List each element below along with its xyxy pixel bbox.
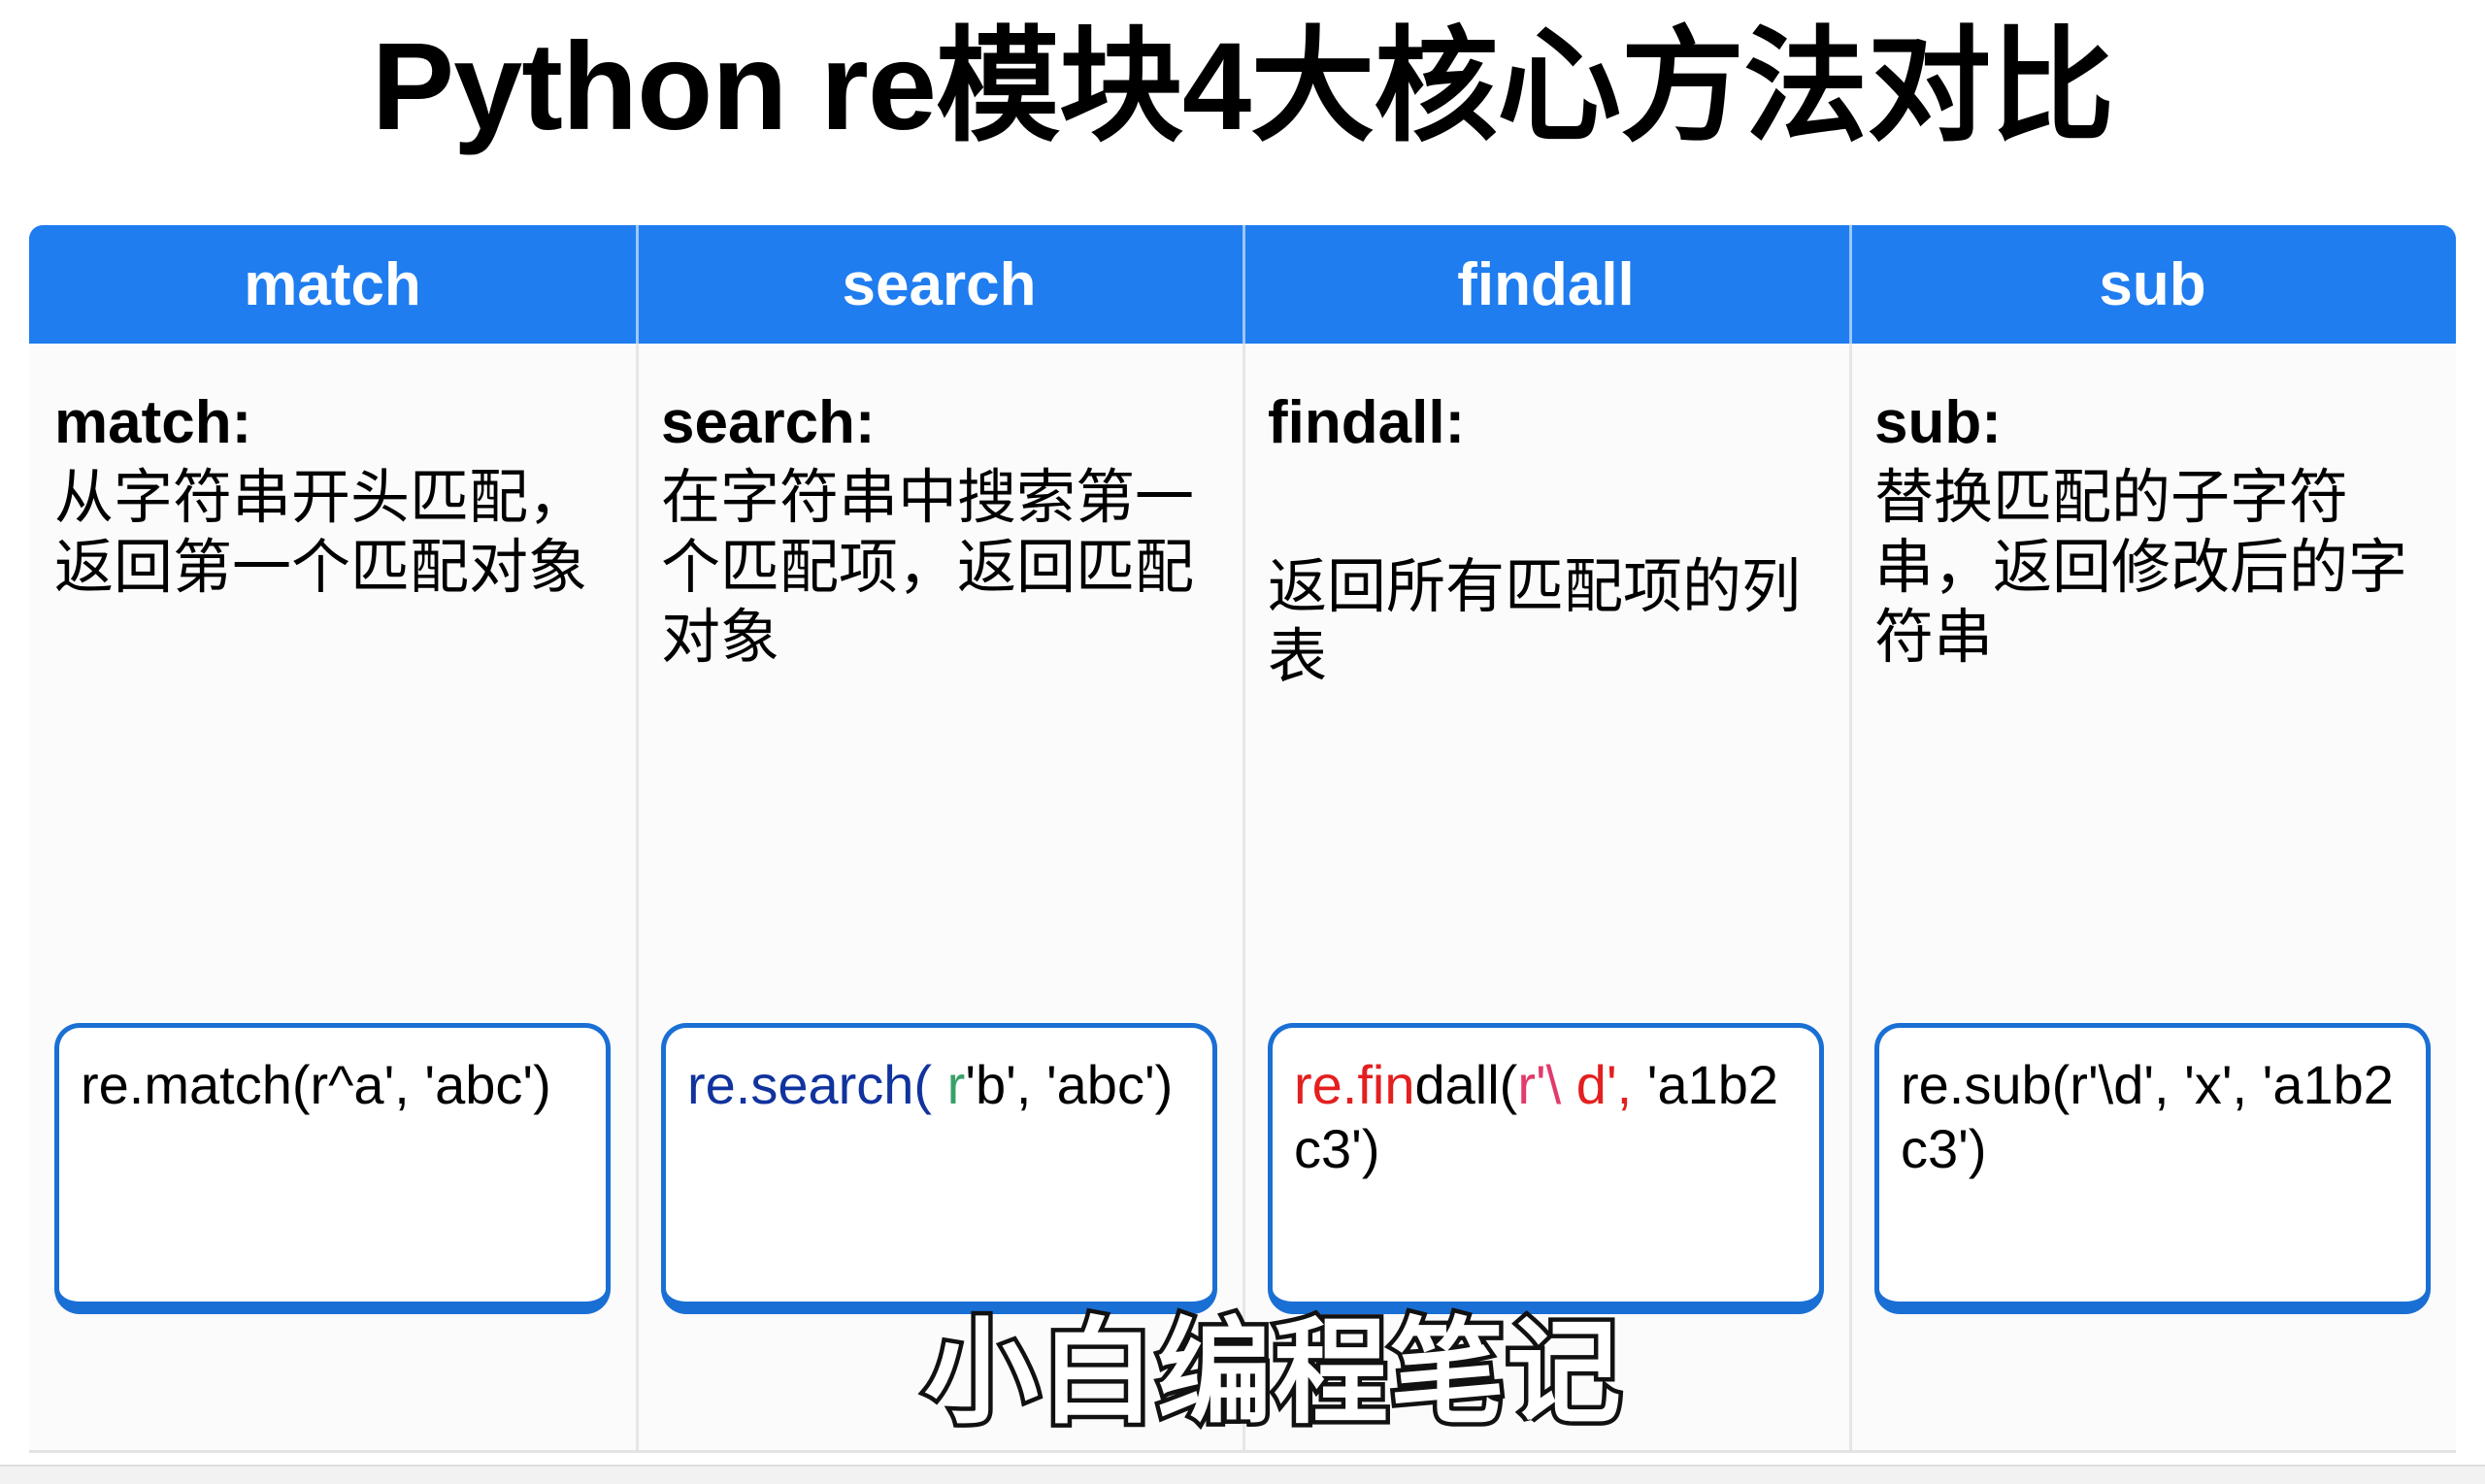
table-cell-sub: sub: 替换匹配的子字符串，返回修改后的字符串 re.sub(r'\d', '… xyxy=(1849,344,2456,1450)
table-header-findall: findall xyxy=(1242,225,1849,344)
code-segment: re.fin xyxy=(1294,1054,1415,1115)
description-block-findall: findall: 返回所有匹配项的列表 xyxy=(1268,388,1824,692)
code-segment: 'a1b2c3') xyxy=(1294,1054,1779,1180)
comparison-table: match search findall sub match: 从字符串开头匹配… xyxy=(29,225,2456,1453)
code-segment: re.search( xyxy=(687,1054,933,1115)
code-segment: 'abc') xyxy=(424,1054,551,1115)
code-box-match[interactable]: re.match(r^a', 'abc') xyxy=(54,1023,611,1314)
method-label-sub: sub: xyxy=(1874,389,2002,456)
method-description-findall: 返回所有匹配项的列表 xyxy=(1268,553,1802,690)
code-segment: 'x', xyxy=(2184,1054,2248,1115)
code-segment: r'\ xyxy=(1517,1054,1562,1115)
method-description-search: 在字符串中搜索第一个匹配项，返回匹配对象 xyxy=(661,464,1195,671)
table-header-match: match xyxy=(244,250,421,318)
table-cell-search: search: 在字符串中搜索第一个匹配项，返回匹配对象 re.search( … xyxy=(636,344,1242,1450)
code-box-findall[interactable]: re.findall(r'\ d', 'a1b2c3') xyxy=(1268,1023,1824,1314)
table-header-row: match search findall sub xyxy=(29,225,2456,344)
code-segment: 'abc') xyxy=(1045,1054,1174,1115)
table-body-row: match: 从字符串开头匹配，返回第一个匹配对象 re.match(r^a',… xyxy=(29,344,2456,1453)
description-block-sub: sub: 替换匹配的子字符串，返回修改后的字符串 xyxy=(1874,388,2431,673)
table-header-sub: sub xyxy=(1849,225,2456,344)
table-cell-match: match: 从字符串开头匹配，返回第一个匹配对象 re.match(r^a',… xyxy=(29,344,636,1450)
method-description-sub: 替换匹配的子字符串，返回修改后的字符串 xyxy=(1874,464,2408,671)
code-segment: dall( xyxy=(1414,1054,1518,1115)
table-cell-findall: findall: 返回所有匹配项的列表 re.findall(r'\ d', '… xyxy=(1242,344,1849,1450)
table-header-search: search xyxy=(636,225,1242,344)
code-box-search[interactable]: re.search( r'b', 'abc') xyxy=(661,1023,1217,1314)
method-label-findall: findall: xyxy=(1268,389,1466,456)
method-label-search: search: xyxy=(661,389,876,456)
description-block-search: search: 在字符串中搜索第一个匹配项，返回匹配对象 xyxy=(661,388,1217,673)
spacer xyxy=(1268,463,1824,552)
method-description-match: 从字符串开头匹配，返回第一个匹配对象 xyxy=(54,464,588,601)
code-segment: d', xyxy=(1575,1054,1633,1115)
code-segment: re.match(r^a', xyxy=(81,1054,410,1115)
description-block-match: match: 从字符串开头匹配，返回第一个匹配对象 xyxy=(54,388,611,603)
code-segment: 'b', xyxy=(965,1054,1032,1115)
code-segment: 'a1b2c3') xyxy=(1901,1054,2394,1180)
code-segment: r xyxy=(946,1054,966,1115)
method-label-match: match: xyxy=(54,389,252,456)
code-segment: re.sub(r'\d', xyxy=(1901,1054,2170,1115)
page-title: Python re模块4大核心方法对比 xyxy=(371,17,2115,156)
bottom-strip xyxy=(0,1465,2485,1484)
code-box-sub[interactable]: re.sub(r'\d', 'x', 'a1b2c3') xyxy=(1874,1023,2431,1314)
